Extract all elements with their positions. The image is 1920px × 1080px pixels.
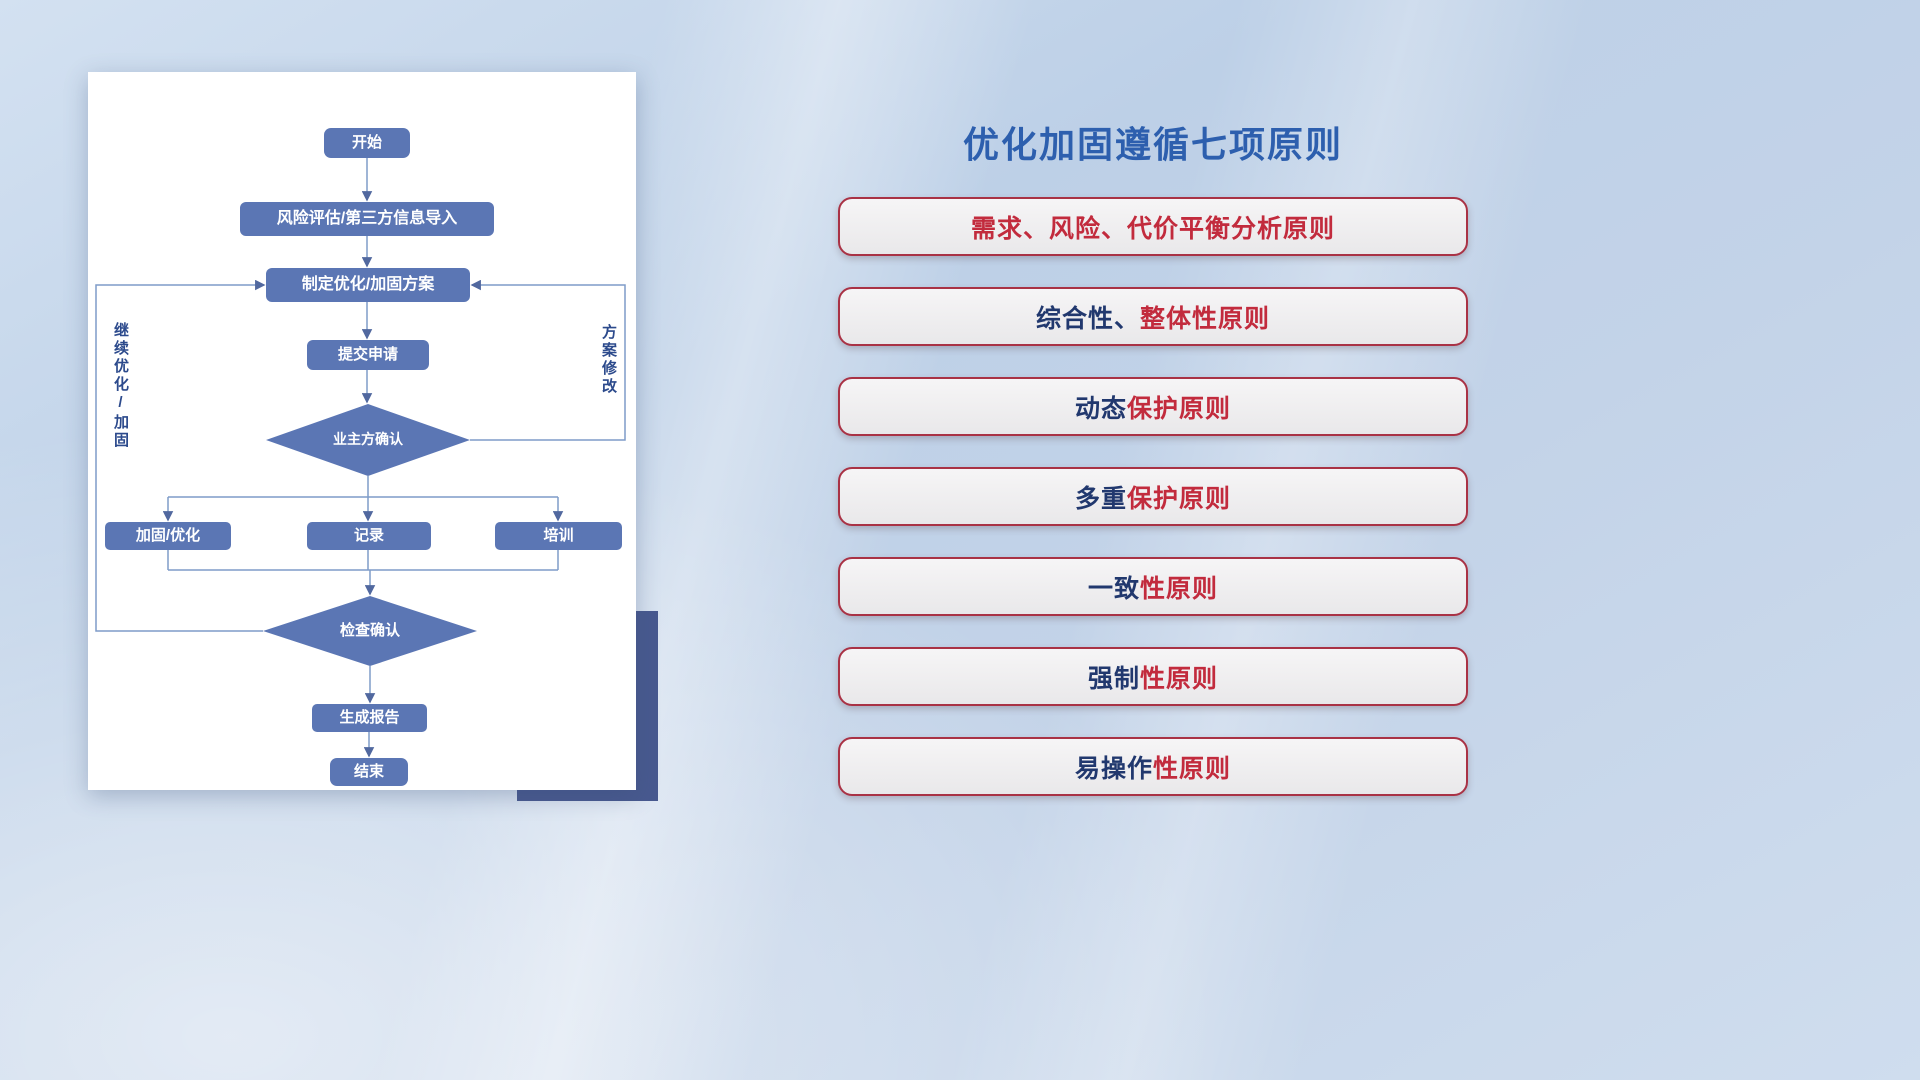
flow-node-submit: 提交申请	[307, 340, 429, 370]
principle-item: 需求、风险、代价平衡分析原则	[838, 197, 1468, 256]
flow-node-training: 培训	[495, 522, 622, 550]
flow-node-record: 记录	[307, 522, 431, 550]
flow-node-end: 结束	[330, 758, 408, 786]
connector-revise-loop	[470, 279, 626, 441]
principles-list: 需求、风险、代价平衡分析原则综合性、整体性原则动态保护原则多重保护原则一致性原则…	[838, 197, 1468, 796]
flow-node-start: 开始	[324, 128, 410, 158]
flowchart-connectors	[95, 158, 626, 758]
principle-item: 一致性原则	[838, 557, 1468, 616]
principle-text-segment: 性原则	[1140, 664, 1219, 693]
principle-text-segment: 整体性原则	[1140, 304, 1271, 333]
principle-text-segment: 一致	[1087, 574, 1140, 603]
principle-item: 易操作性原则	[838, 737, 1468, 796]
principle-text-segment: 多重	[1074, 484, 1127, 513]
principle-text-segment: 保护原则	[1127, 394, 1232, 423]
flow-node-make-plan: 制定优化/加固方案	[266, 268, 470, 302]
flowchart-card: 开始 风险评估/第三方信息导入 制定优化/加固方案 提交申请 业主方确认 加固/…	[88, 72, 636, 790]
principle-text-segment: 综合性、	[1035, 304, 1140, 333]
page-title: 优化加固遵循七项原则	[962, 124, 1343, 166]
flow-node-risk-import: 风险评估/第三方信息导入	[240, 202, 494, 236]
principle-text-segment: 性原则	[1140, 574, 1219, 603]
principle-text-segment: 需求、风险、代价平衡分析原则	[970, 214, 1335, 243]
principle-text-segment: 强制	[1087, 664, 1140, 693]
principle-text-segment: 易操作	[1074, 754, 1153, 783]
connector-continue-loop	[95, 279, 266, 632]
flow-node-report: 生成报告	[312, 704, 427, 732]
principle-item: 多重保护原则	[838, 467, 1468, 526]
principle-text-segment: 性原则	[1153, 754, 1232, 783]
flow-label-revise-loop: 方案修改	[600, 324, 617, 396]
flow-node-reinforce: 加固/优化	[105, 522, 231, 550]
principle-item: 综合性、整体性原则	[838, 287, 1468, 346]
principle-text-segment: 保护原则	[1127, 484, 1232, 513]
principle-item: 动态保护原则	[838, 377, 1468, 436]
flow-label-continue-loop: 继续优化/加固	[112, 322, 129, 450]
principle-text-segment: 动态	[1074, 394, 1127, 423]
principle-item: 强制性原则	[838, 647, 1468, 706]
